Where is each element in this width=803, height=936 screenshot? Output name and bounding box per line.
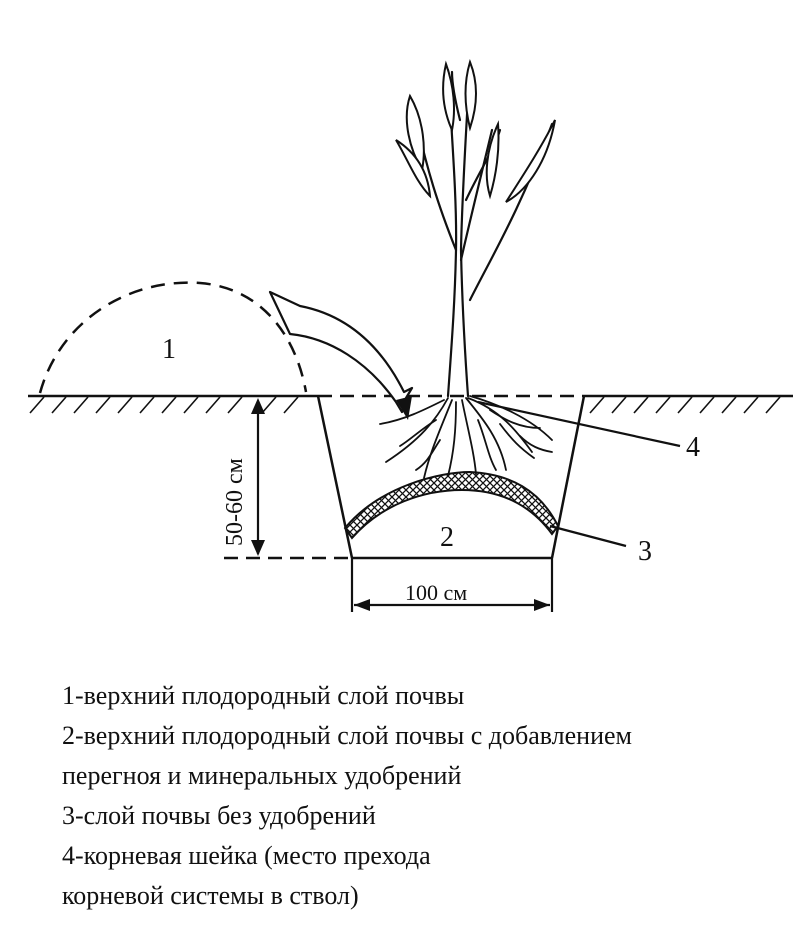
ground-hatching-left	[29, 396, 299, 414]
soil-layer-no-fertilizer	[343, 470, 560, 540]
soil-heap-dashed	[38, 281, 308, 394]
depth-label: 50-60 см	[222, 458, 248, 546]
depth-dimension	[251, 398, 265, 556]
soil-return-arrow-head	[396, 396, 412, 420]
width-label: 100 см	[405, 580, 467, 605]
planting-pit-diagram: 1 2 3 4 50-60 см 100 см	[28, 58, 793, 612]
legend-line-6: корневой системы в ствол)	[62, 881, 359, 910]
legend-line-3: перегноя и минеральных удобрений	[62, 761, 462, 790]
width-dimension	[350, 558, 554, 612]
legend-line-2: 2-верхний плодородный слой почвы с добав…	[62, 721, 633, 750]
leader-lines	[477, 400, 681, 548]
soil-return-arrow	[268, 290, 414, 414]
label-1: 1	[162, 334, 176, 365]
legend-line-1: 1-верхний плодородный слой почвы	[62, 681, 465, 710]
ground-hatching-right	[589, 396, 781, 414]
label-3: 3	[638, 536, 652, 567]
seedling	[410, 62, 554, 398]
label-4: 4	[686, 432, 700, 463]
legend-line-5: 4-корневая шейка (место прехода	[62, 841, 431, 870]
leaves	[395, 58, 556, 203]
root-system	[379, 395, 553, 479]
legend: 1-верхний плодородный слой почвы 2-верхн…	[62, 676, 802, 916]
label-2: 2	[440, 522, 454, 553]
legend-line-4: 3-слой почвы без удобрений	[62, 801, 376, 830]
